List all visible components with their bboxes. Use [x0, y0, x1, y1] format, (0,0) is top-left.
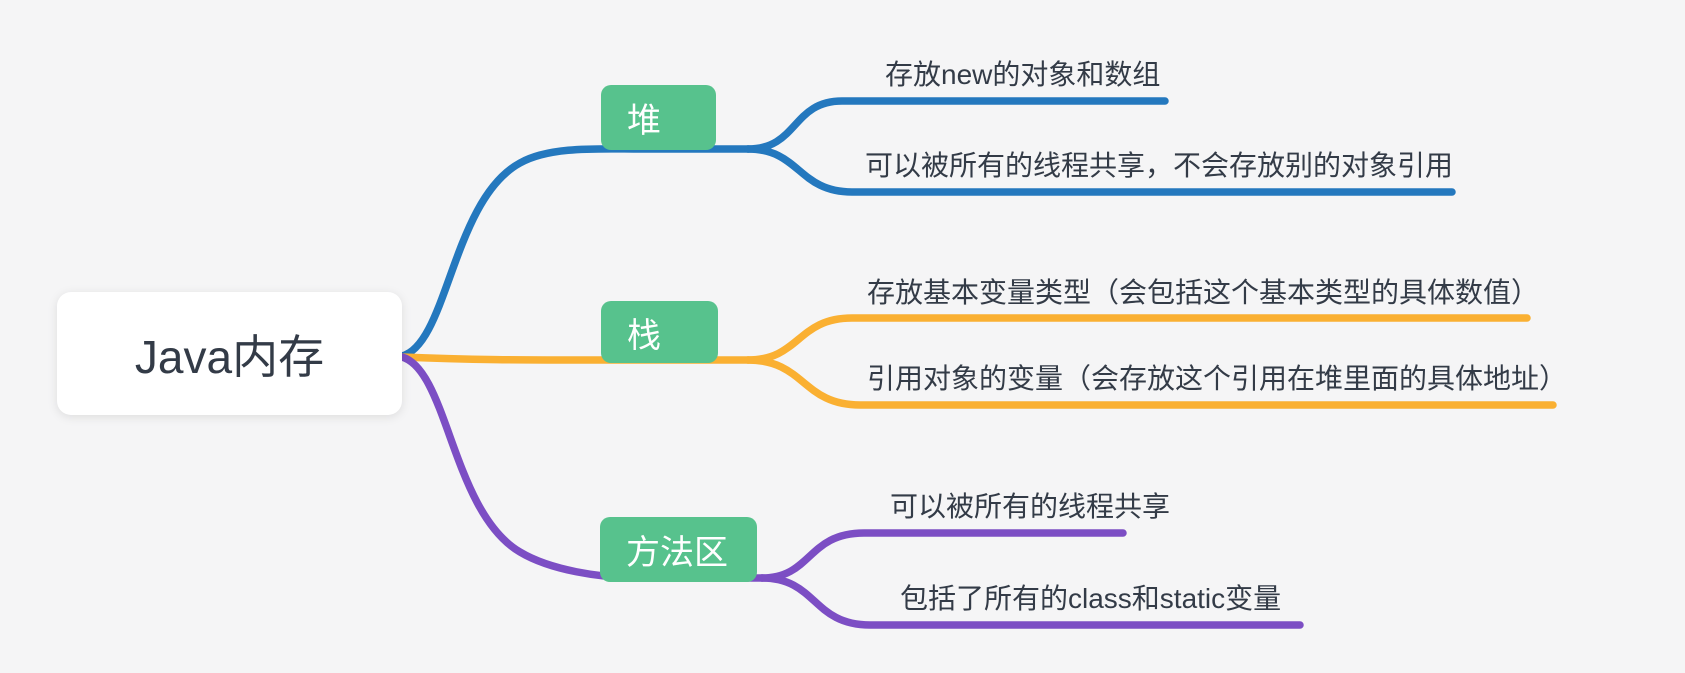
stack-trunk-line: [398, 353, 752, 364]
heap-leaf1-line: [744, 97, 1169, 153]
branch-node-stack[interactable]: 栈: [601, 301, 718, 363]
branch-node-stack-label: 栈: [627, 316, 661, 355]
branch-node-heap[interactable]: 堆: [601, 85, 716, 150]
method-area-leaf2-line: [758, 574, 1304, 629]
root-node-java-memory[interactable]: Java内存: [57, 292, 402, 415]
stack-leaf1-line: [744, 314, 1531, 364]
branch-node-method-area[interactable]: 方法区: [600, 517, 757, 582]
heap-leaf2-line: [744, 145, 1456, 196]
branch-node-method-area-label: 方法区: [626, 534, 728, 572]
leaf-method-area-1[interactable]: 可以被所有的线程共享: [890, 491, 1171, 522]
method-area-leaf1-line: [758, 529, 1127, 582]
leaf-method-area-2[interactable]: 包括了所有的class和static变量: [900, 583, 1282, 614]
stack-leaf2-line: [744, 356, 1557, 409]
leaf-heap-1[interactable]: 存放new的对象和数组: [885, 59, 1161, 90]
branch-node-heap-label: 堆: [627, 102, 661, 140]
root-node-label: Java内存: [134, 330, 325, 383]
heap-trunk-line: [398, 145, 752, 360]
leaf-stack-2[interactable]: 引用对象的变量（会存放这个引用在堆里面的具体地址）: [867, 363, 1568, 394]
leaf-heap-2[interactable]: 可以被所有的线程共享，不会存放别的对象引用: [865, 150, 1454, 181]
leaf-stack-1[interactable]: 存放基本变量类型（会包括这个基本类型的具体数值）: [867, 277, 1540, 308]
